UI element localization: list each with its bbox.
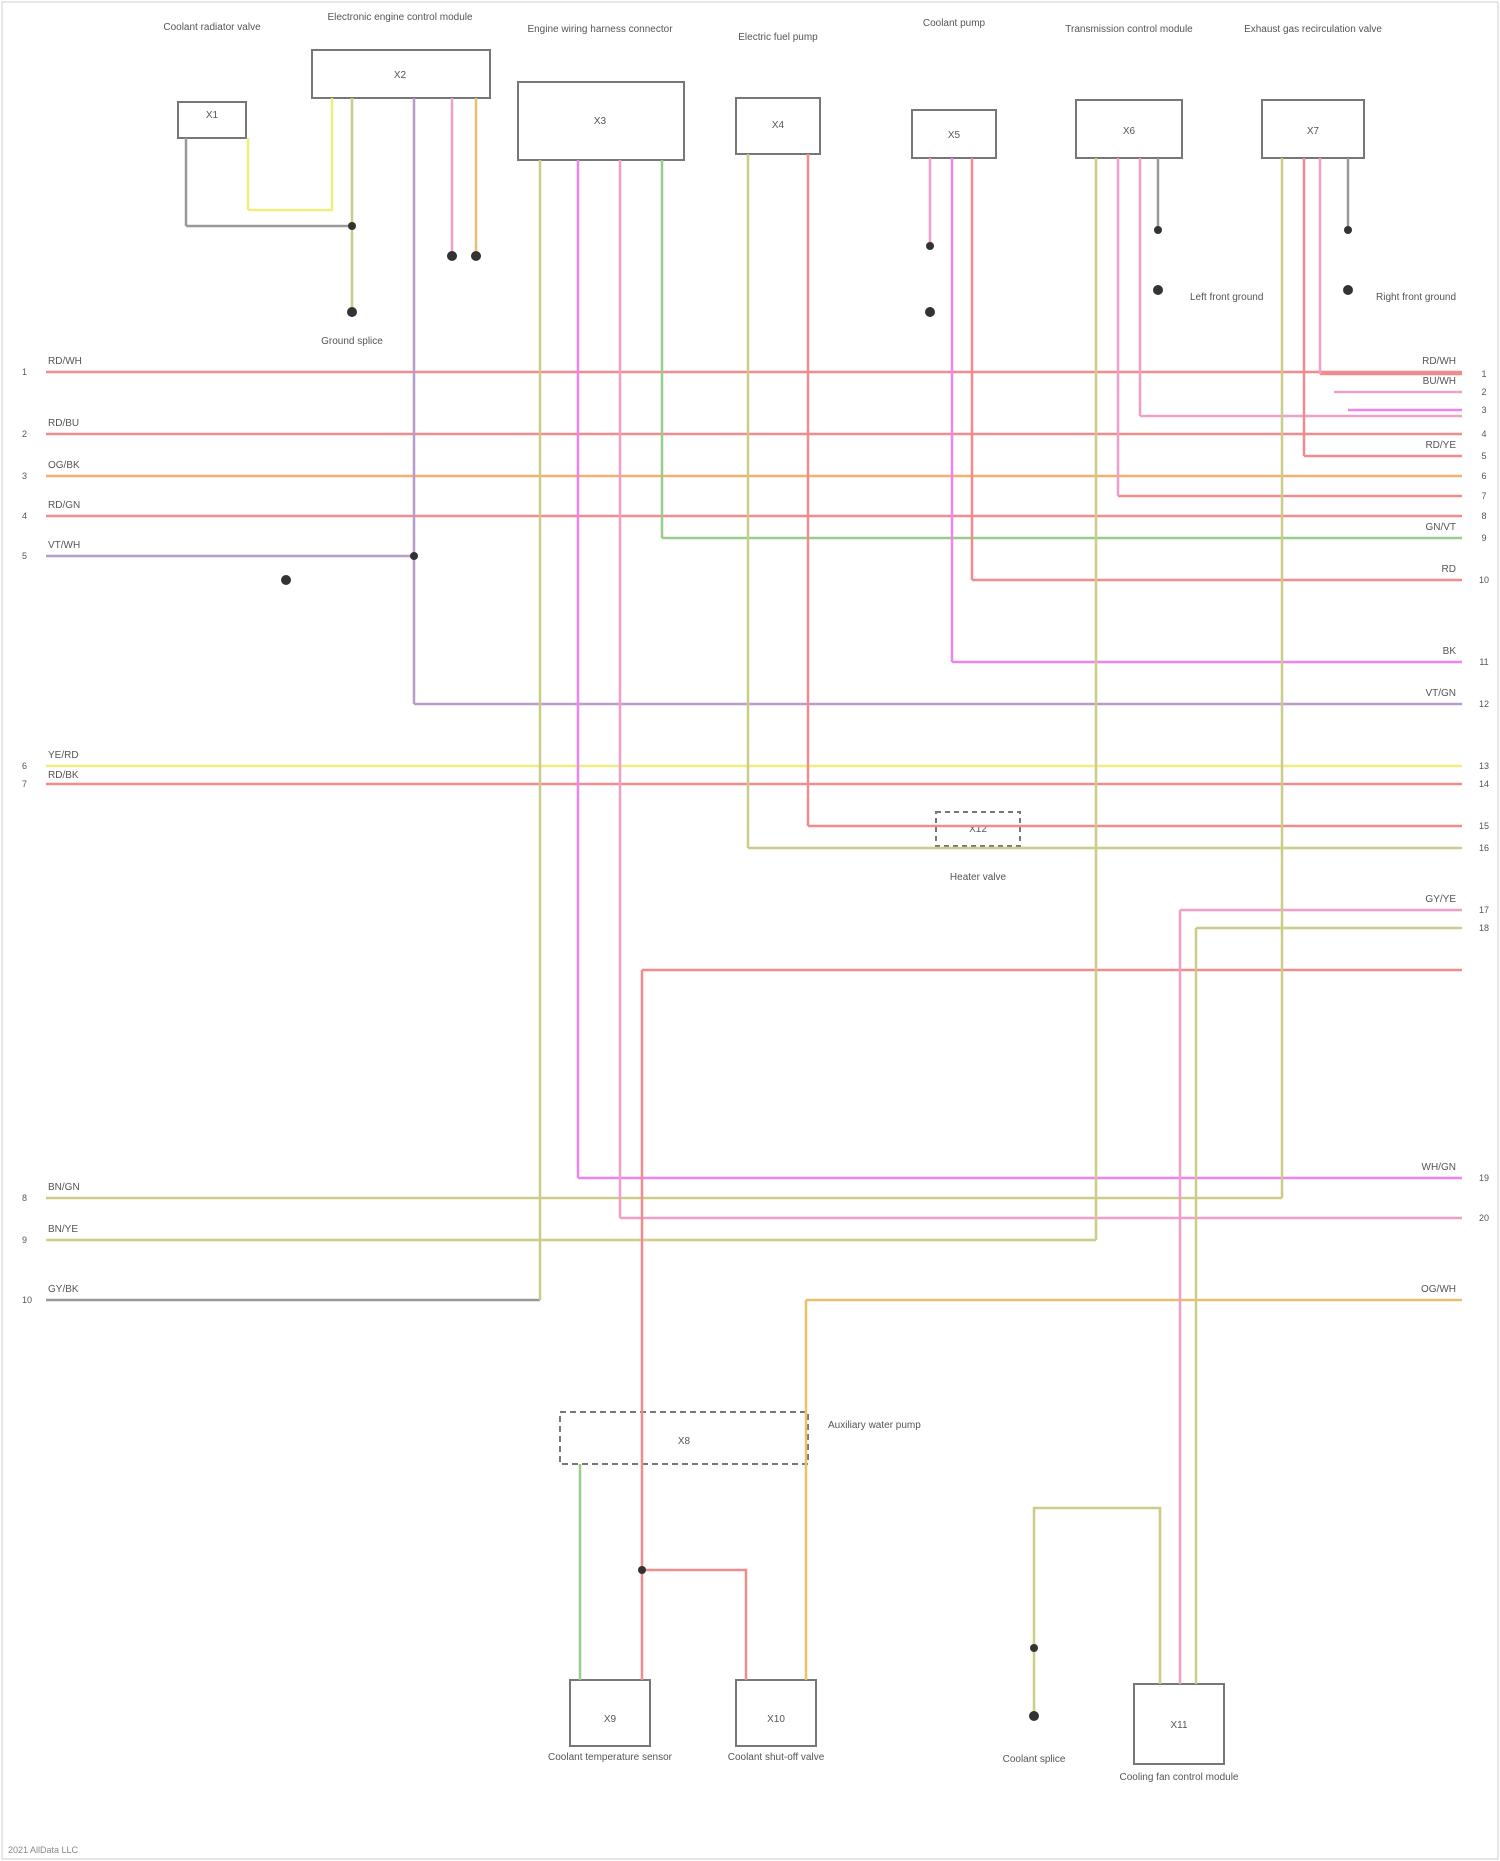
component-coolant-shutoff-valve: Coolant shut-off valve X10 bbox=[728, 1680, 825, 1763]
pin-number: 5 bbox=[1481, 451, 1486, 461]
pin-number: 6 bbox=[1481, 471, 1486, 481]
pin-number: 10 bbox=[1479, 575, 1489, 585]
wire-label: GY/YE bbox=[1425, 894, 1456, 905]
component-engine-control-module: Electronic engine control module X2 bbox=[312, 12, 490, 98]
component-label: Cooling fan control module bbox=[1120, 1772, 1239, 1783]
component-label: Coolant radiator valve bbox=[163, 22, 261, 33]
connector-label: X8 bbox=[678, 1436, 691, 1447]
pin-number: 9 bbox=[1481, 533, 1486, 543]
pin-number: 19 bbox=[1479, 1173, 1489, 1183]
wire-label: RD bbox=[1442, 564, 1456, 575]
connector-label: X1 bbox=[206, 110, 219, 121]
pin-number: 10 bbox=[22, 1295, 32, 1305]
left-pin-numbers: 1 2 3 4 5 6 7 8 9 10 bbox=[22, 367, 32, 1305]
component-coolant-radiator-valve: Coolant radiator valve X1 bbox=[163, 22, 261, 138]
component-label: Coolant pump bbox=[923, 18, 986, 29]
splice-label: Left front ground bbox=[1190, 292, 1263, 303]
connector-label: X2 bbox=[394, 70, 407, 81]
wire-label: WH/GN bbox=[1422, 1162, 1456, 1173]
pin-number: 11 bbox=[1479, 657, 1488, 667]
pin-number: 12 bbox=[1479, 699, 1489, 709]
component-cooling-fan-module: Cooling fan control module X11 bbox=[1120, 1684, 1239, 1783]
pin-number: 3 bbox=[1481, 405, 1486, 415]
connector-label: X3 bbox=[594, 116, 607, 127]
pin-number: 6 bbox=[22, 761, 27, 771]
connector-label: X9 bbox=[604, 1714, 617, 1725]
wire-label: BU/WH bbox=[1423, 376, 1456, 387]
wire-label: BK bbox=[1443, 646, 1457, 657]
connector-label: X7 bbox=[1307, 126, 1320, 137]
component-label: Heater valve bbox=[950, 872, 1007, 883]
footer-copyright: 2021 AllData LLC bbox=[8, 1845, 78, 1855]
connector-label: X11 bbox=[1170, 1720, 1187, 1731]
component-egr-valve: Exhaust gas recirculation valve X7 bbox=[1244, 24, 1382, 158]
pin-number: 15 bbox=[1479, 821, 1489, 831]
pin-number: 4 bbox=[22, 511, 27, 521]
pin-number: 16 bbox=[1479, 843, 1489, 853]
component-label: Exhaust gas recirculation valve bbox=[1244, 24, 1382, 35]
pin-number: 7 bbox=[22, 779, 27, 789]
splice-label: Ground splice bbox=[321, 336, 383, 347]
wire-label: BN/GN bbox=[48, 1182, 80, 1193]
wire-v29 bbox=[642, 1570, 746, 1680]
wire-v3 bbox=[248, 98, 332, 210]
pin-number: 8 bbox=[22, 1193, 27, 1203]
component-label: Electric fuel pump bbox=[738, 32, 818, 43]
pin-number: 2 bbox=[22, 429, 27, 439]
pin-number: 14 bbox=[1479, 779, 1489, 789]
wire-label: OG/WH bbox=[1421, 1284, 1456, 1295]
wire-label: RD/GN bbox=[48, 500, 80, 511]
pin-number: 8 bbox=[1481, 511, 1486, 521]
splice-label: Coolant splice bbox=[1003, 1754, 1066, 1765]
component-coolant-pump: Coolant pump X5 bbox=[912, 18, 996, 158]
splice-points bbox=[281, 222, 1353, 1721]
connector-label: X4 bbox=[772, 120, 785, 131]
wire-label: GY/BK bbox=[48, 1284, 79, 1295]
wire-label: RD/WH bbox=[48, 356, 82, 367]
pin-number: 4 bbox=[1481, 429, 1486, 439]
wire-label: BN/YE bbox=[48, 1224, 78, 1235]
connector-label: X10 bbox=[767, 1714, 785, 1725]
component-label: Coolant shut-off valve bbox=[728, 1752, 825, 1763]
pin-number: 3 bbox=[22, 471, 27, 481]
pin-number: 9 bbox=[22, 1235, 27, 1245]
wire-label: VT/WH bbox=[48, 540, 80, 551]
wire-label: OG/BK bbox=[48, 460, 80, 471]
component-electric-fuel-pump: Electric fuel pump X4 bbox=[736, 32, 820, 154]
connector-label: X5 bbox=[948, 130, 961, 141]
component-auxiliary-water-pump: Auxiliary water pump X8 bbox=[560, 1412, 921, 1464]
pin-number: 13 bbox=[1479, 761, 1489, 771]
splice-label: Right front ground bbox=[1376, 292, 1456, 303]
wire-label: RD/BU bbox=[48, 418, 79, 429]
wire-label: RD/YE bbox=[1425, 440, 1456, 451]
component-label: Transmission control module bbox=[1065, 24, 1193, 35]
pin-number: 1 bbox=[1481, 369, 1486, 379]
pin-number: 1 bbox=[22, 367, 27, 377]
pin-number: 7 bbox=[1481, 491, 1486, 501]
component-transmission-control-module: Transmission control module X6 bbox=[1065, 24, 1193, 158]
connector-label: X6 bbox=[1123, 126, 1136, 137]
bus-wires bbox=[46, 372, 1462, 1300]
component-label: Electronic engine control module bbox=[327, 12, 473, 23]
pin-number: 2 bbox=[1481, 387, 1486, 397]
wire-label: YE/RD bbox=[48, 750, 79, 761]
pin-number: 5 bbox=[22, 551, 27, 561]
pin-number: 20 bbox=[1479, 1213, 1489, 1223]
component-coolant-temperature-sensor: Coolant temperature sensor X9 bbox=[548, 1680, 673, 1763]
pin-number: 17 bbox=[1479, 905, 1489, 915]
pin-number: 18 bbox=[1479, 923, 1489, 933]
component-label: Coolant temperature sensor bbox=[548, 1752, 673, 1763]
wire-label: GN/VT bbox=[1425, 522, 1456, 533]
component-engine-harness-connector: Engine wiring harness connector X3 bbox=[518, 24, 684, 160]
wire-label: VT/GN bbox=[1425, 688, 1456, 699]
component-label: Engine wiring harness connector bbox=[527, 24, 673, 35]
wire-label: RD/WH bbox=[1422, 356, 1456, 367]
component-label: Auxiliary water pump bbox=[828, 1420, 921, 1431]
wire-label: RD/BK bbox=[48, 770, 79, 781]
